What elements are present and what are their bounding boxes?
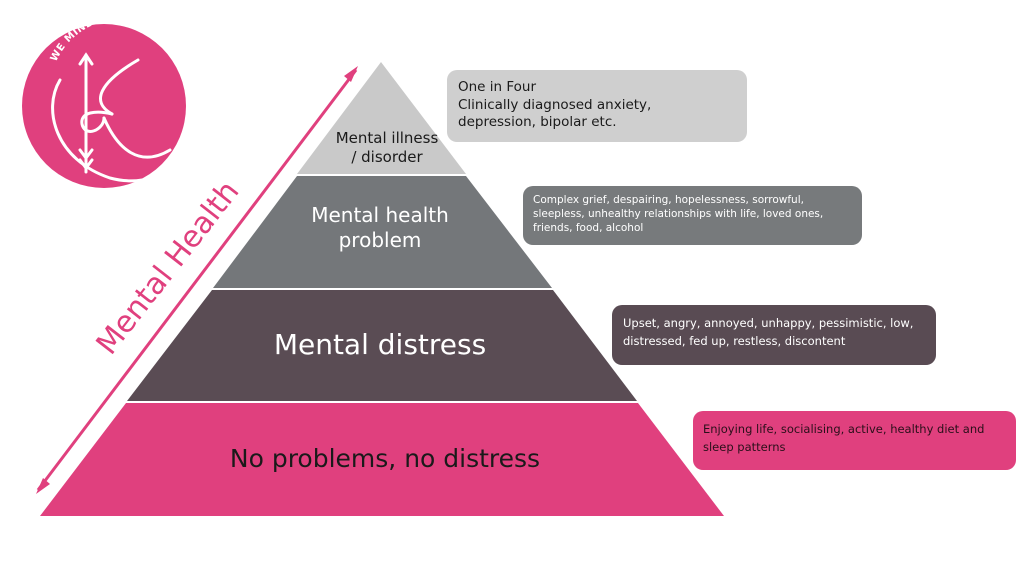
tier-label-line: Mental health: [311, 203, 449, 227]
callout-line: Clinically diagnosed anxiety,: [458, 96, 652, 113]
callout-line: distressed, fed up, restless, discontent: [623, 334, 846, 349]
axis-line: [36, 69, 358, 491]
callout-no-problems: Enjoying life, socialising, active, heal…: [693, 411, 1016, 470]
tier-mental-health-problem: [213, 176, 552, 288]
callout-line: Upset, angry, annoyed, unhappy, pessimis…: [623, 316, 914, 330]
callout-line: sleep patterns: [703, 440, 786, 455]
callout-line: One in Four: [458, 79, 537, 95]
tier-no-problems: [40, 403, 724, 516]
tier-label-line: / disorder: [351, 147, 423, 166]
logo-k-icon: [51, 52, 182, 183]
pyramid: [40, 62, 724, 516]
axis-arrow-down-icon: [36, 478, 50, 494]
mental-health-axis-arrow: [36, 66, 358, 494]
tier-label-line: Mental illness: [335, 129, 439, 147]
callout-line: depression, bipolar etc.: [458, 114, 617, 131]
callout-line: sleepless, unhealthy relationships with …: [533, 208, 824, 221]
callout-mental-distress: Upset, angry, annoyed, unhappy, pessimis…: [612, 305, 936, 365]
callout-line: Complex grief, despairing, hopelessness,…: [533, 194, 804, 206]
callout-mental-health-problem: Complex grief, despairing, hopelessness,…: [523, 186, 862, 245]
tier-label-mental-distress: Mental distress: [230, 327, 530, 362]
callout-line: friends, food, alcohol: [533, 222, 644, 235]
logo: WE MIND & KELLY MATTERS: [22, 11, 195, 188]
tier-label-line: problem: [338, 228, 422, 252]
tier-label-mental-illness: Mental illness / disorder: [322, 129, 452, 167]
callout-line: Enjoying life, socialising, active, heal…: [703, 422, 985, 436]
tier-label-mental-health-problem: Mental health problem: [290, 203, 470, 253]
tier-label-line: Mental distress: [273, 328, 487, 361]
tier-label-line: No problems, no distress: [229, 444, 541, 473]
tier-mental-distress: [127, 290, 637, 401]
tier-label-no-problems: No problems, no distress: [175, 443, 595, 474]
axis-arrow-up-icon: [344, 66, 358, 82]
callout-mental-illness: One in Four Clinically diagnosed anxiety…: [447, 70, 747, 142]
tier-mental-illness: [297, 62, 466, 174]
